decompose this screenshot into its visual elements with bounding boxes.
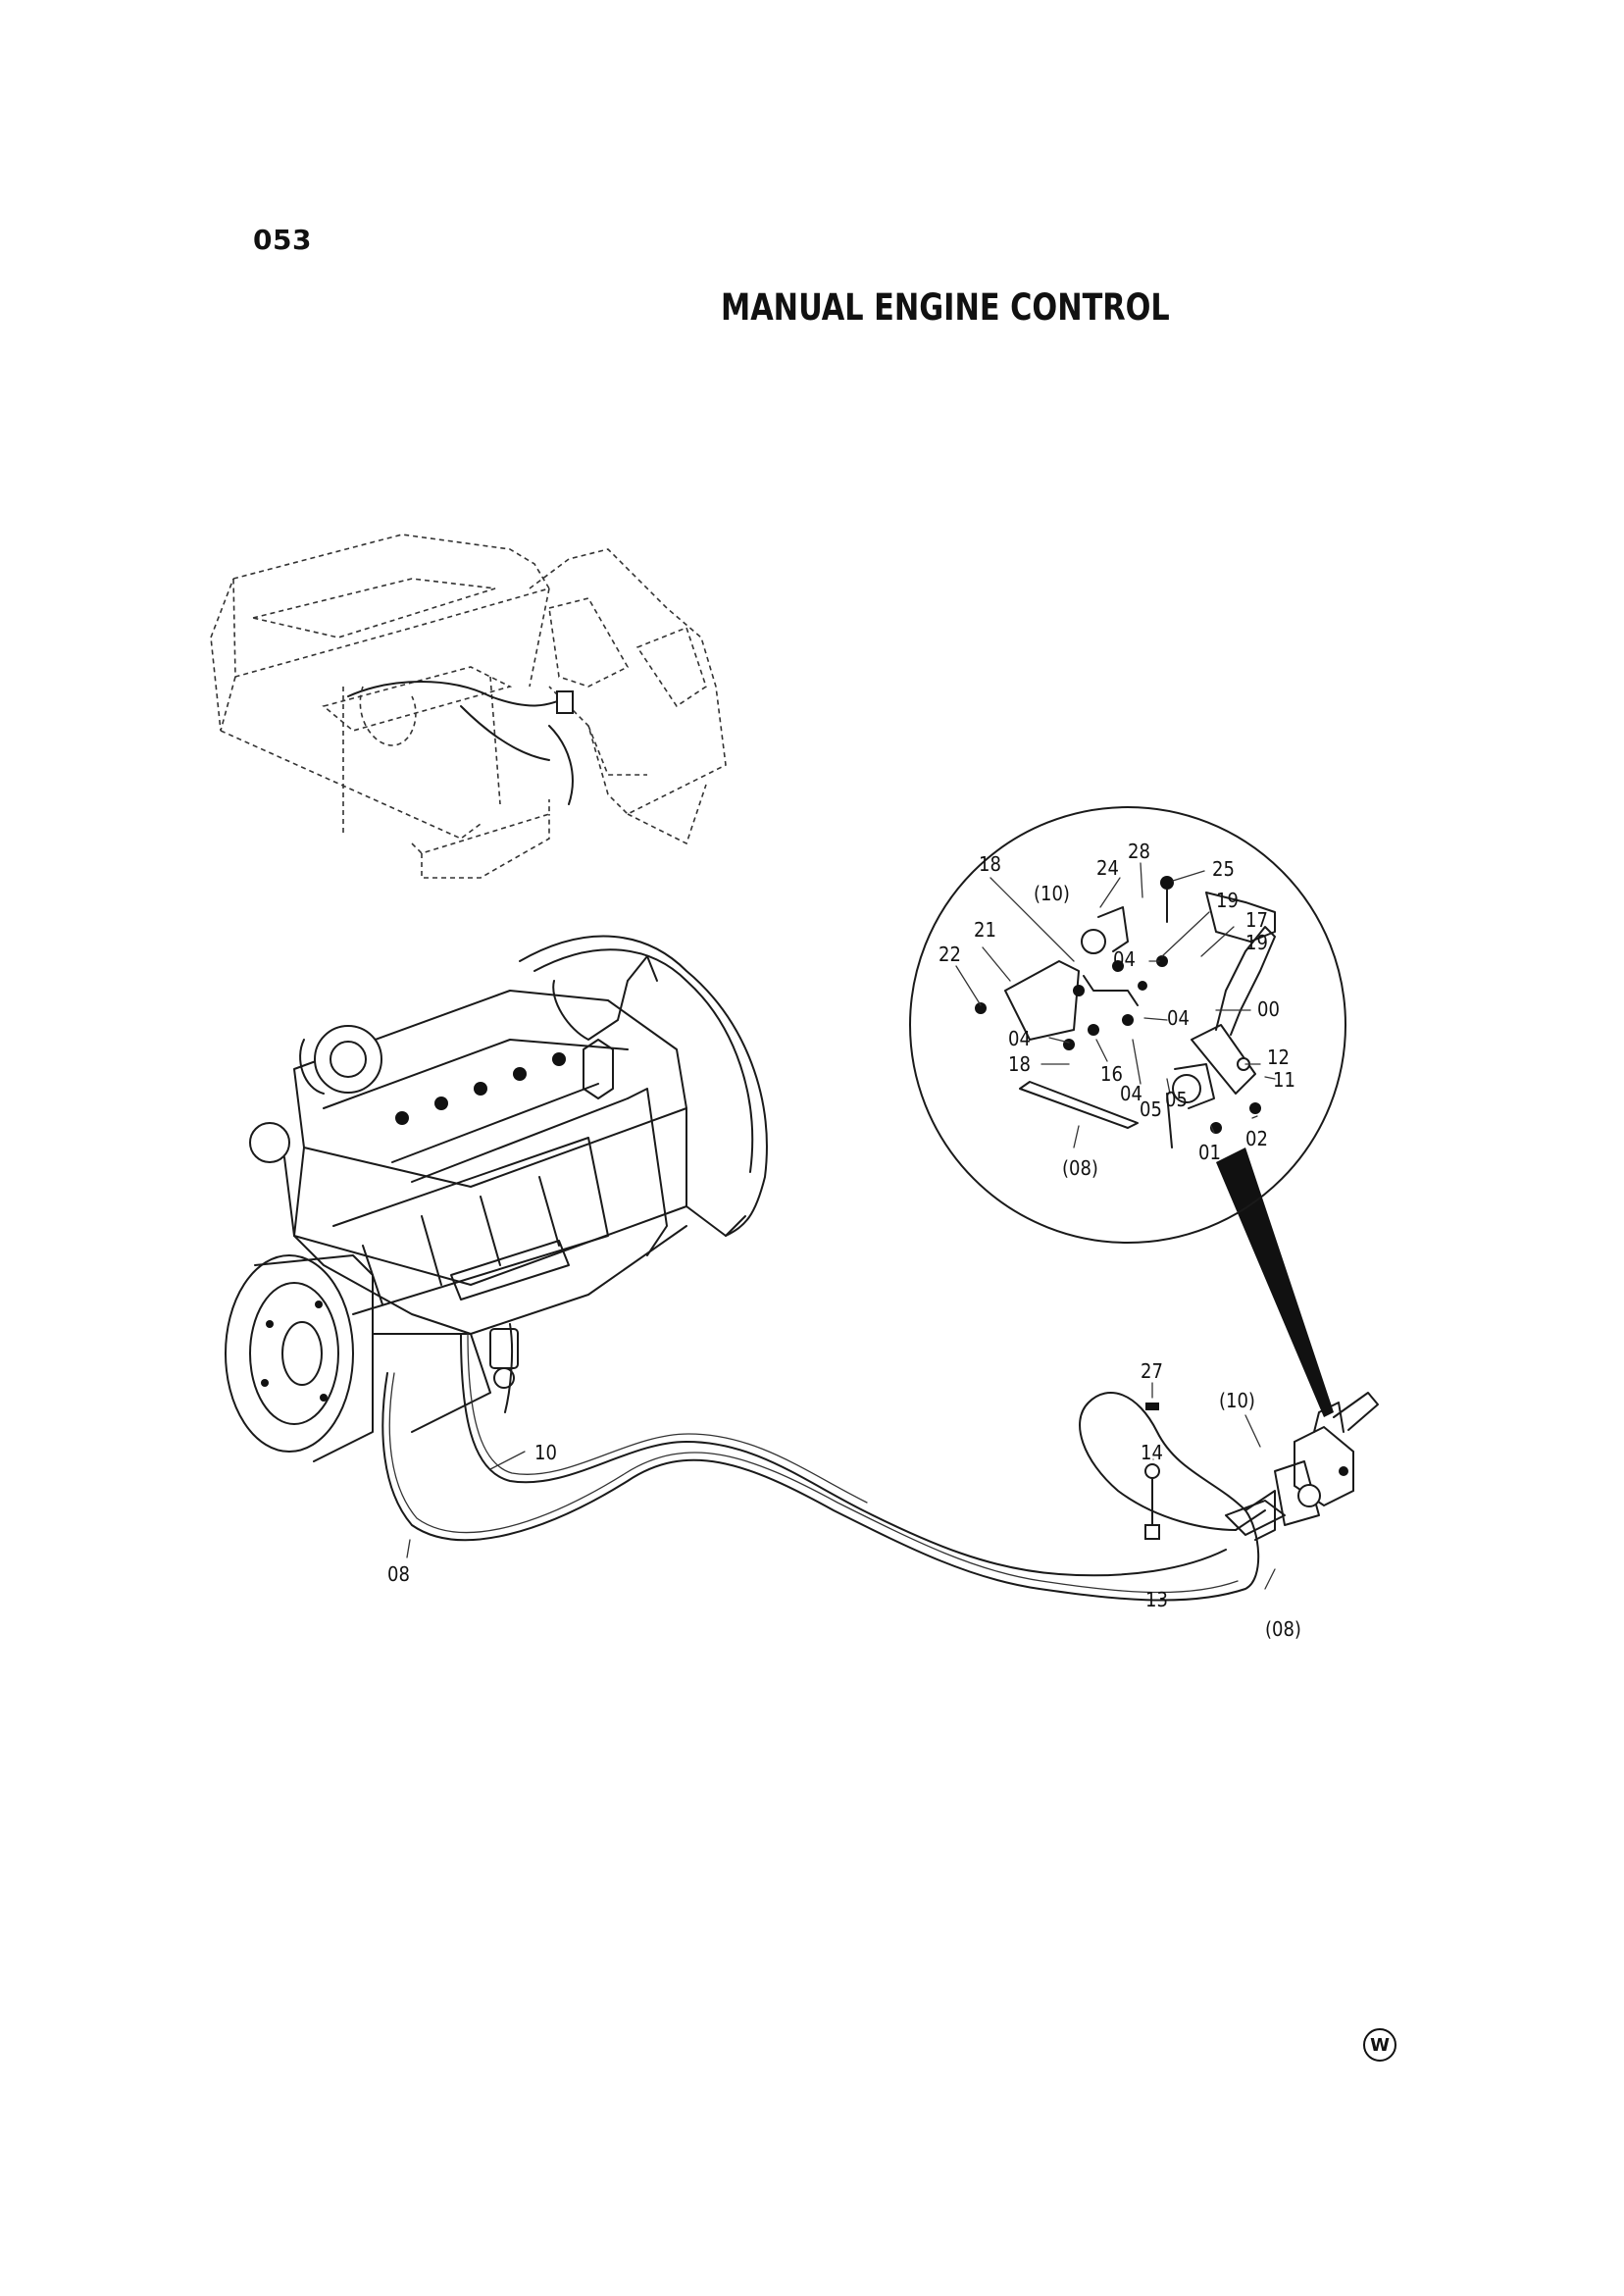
callout-08-machine: (08): [1265, 1617, 1301, 1641]
callout-19-upper: 19: [1216, 889, 1239, 912]
callout-labels: 18 24 28 25 (10) 19 21 17 22 04 19 04 00…: [387, 840, 1301, 1641]
diagram-title: MANUAL ENGINE CONTROL: [721, 286, 1170, 329]
callout-02: 02: [1245, 1127, 1268, 1150]
callout-04-mid-right: 04: [1167, 1006, 1190, 1030]
callout-05-left: 05: [1140, 1097, 1162, 1121]
callout-24: 24: [1096, 856, 1119, 880]
callout-11: 11: [1273, 1068, 1295, 1092]
callout-21: 21: [974, 918, 996, 942]
throttle-lever-assembly-icon: [1144, 1148, 1379, 1541]
callout-10-detail: (10): [1034, 882, 1070, 905]
callout-05-right: 05: [1165, 1088, 1188, 1111]
callout-18-lower: 18: [1008, 1052, 1031, 1076]
page-number: 053: [253, 224, 312, 256]
callout-19-lower: 19: [1245, 931, 1268, 954]
control-cable: [381, 1333, 1266, 1602]
detail-circle-icon: [909, 806, 1346, 1244]
callout-12: 12: [1267, 1046, 1290, 1069]
corner-mark-letter: W: [1370, 2034, 1390, 2056]
callout-10-machine: (10): [1219, 1389, 1255, 1412]
callout-25: 25: [1212, 857, 1235, 881]
callout-08-detail: (08): [1062, 1156, 1098, 1180]
callout-13: 13: [1145, 1588, 1168, 1611]
corner-mark: W: [1363, 2028, 1396, 2062]
callout-16: 16: [1100, 1062, 1123, 1086]
callout-27: 27: [1141, 1359, 1163, 1383]
excavator-overview-icon: [210, 534, 727, 879]
callout-08-engine: 08: [387, 1562, 410, 1586]
leader-lines: [406, 862, 1276, 1590]
callout-14: 14: [1141, 1441, 1163, 1464]
callout-18-top: 18: [979, 852, 1001, 876]
callout-22: 22: [939, 943, 961, 966]
callout-00: 00: [1257, 997, 1280, 1021]
callout-04-left: 04: [1008, 1027, 1031, 1050]
callout-10-engine: 10: [534, 1441, 557, 1464]
callout-01: 01: [1198, 1141, 1221, 1164]
diesel-engine-icon: [225, 935, 768, 1462]
callout-17: 17: [1245, 908, 1268, 932]
callout-04-upper: 04: [1113, 947, 1136, 971]
callout-28: 28: [1128, 840, 1150, 863]
callout-04-lower: 04: [1120, 1082, 1142, 1105]
